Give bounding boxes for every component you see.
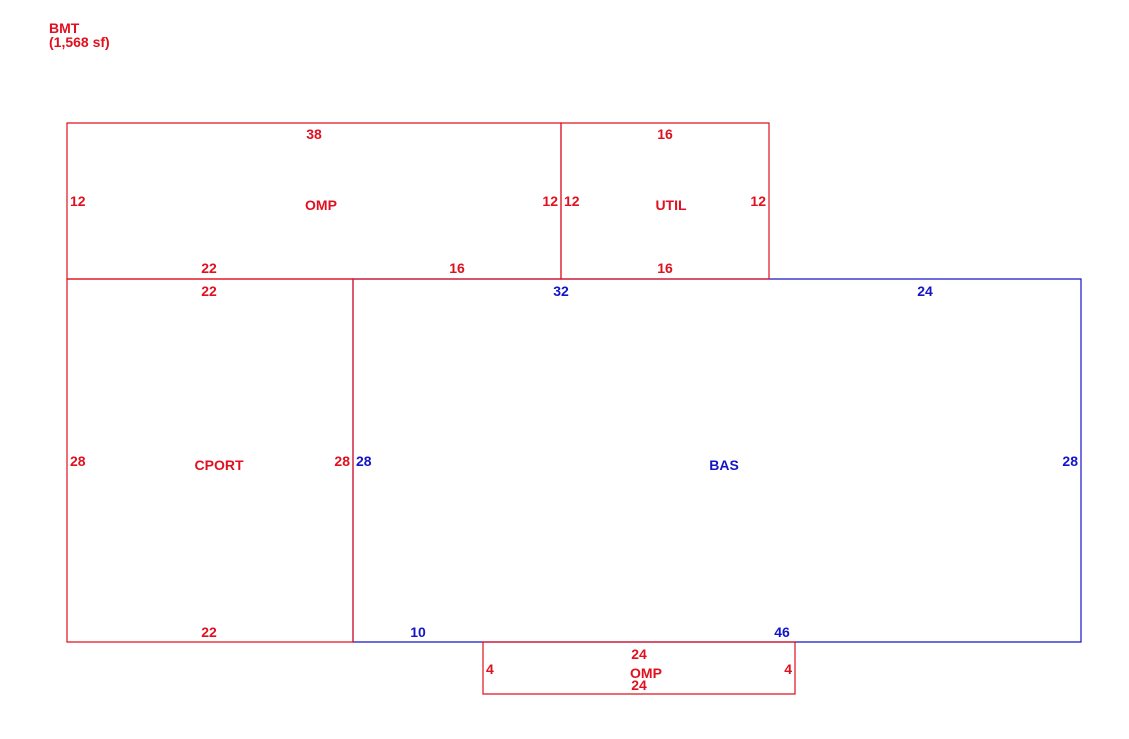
cport-dim-bottom: 22 xyxy=(201,624,217,640)
bas-dim-top-b: 24 xyxy=(917,283,933,299)
sketch-header: BMT (1,568 sf) xyxy=(49,21,110,49)
util-outline xyxy=(560,122,770,280)
omp-top-dim-bottom-b: 16 xyxy=(449,260,465,276)
omp-top-dim-left: 12 xyxy=(70,193,86,209)
cport-dim-right: 28 xyxy=(334,453,350,469)
util-dim-bottom: 16 xyxy=(657,260,673,276)
util-dim-right: 12 xyxy=(750,193,766,209)
cport-label: CPORT xyxy=(195,457,244,473)
util-label: UTIL xyxy=(655,197,687,213)
bas-dim-bottom-b: 46 xyxy=(774,624,790,640)
util-dim-top: 16 xyxy=(657,126,673,142)
bas-dim-left: 28 xyxy=(356,453,372,469)
omp-top-dim-right: 12 xyxy=(542,193,558,209)
omp-top-dim-top: 38 xyxy=(306,126,322,142)
omp-top-label: OMP xyxy=(305,197,337,213)
bas-dim-bottom-a: 10 xyxy=(410,624,426,640)
omp-top-dim-bottom-a: 22 xyxy=(201,260,217,276)
cport-dim-left: 28 xyxy=(70,453,86,469)
omp-bottom-dim-right: 4 xyxy=(784,661,792,677)
omp-bottom-dim-left: 4 xyxy=(486,661,494,677)
omp-bottom-outline xyxy=(482,641,796,695)
omp-bottom-dim-bottom: 24 xyxy=(631,677,647,693)
sketch-area: (1,568 sf) xyxy=(49,34,110,50)
bas-dim-top-a: 32 xyxy=(553,283,569,299)
omp-bottom-label: OMP xyxy=(630,665,662,681)
bas-dim-right: 28 xyxy=(1062,453,1078,469)
cport-dim-top: 22 xyxy=(201,283,217,299)
omp-bottom-dim-top: 24 xyxy=(631,646,647,662)
sketch-name: BMT xyxy=(49,20,80,36)
util-dim-left: 12 xyxy=(564,193,580,209)
bas-label: BAS xyxy=(709,457,739,473)
